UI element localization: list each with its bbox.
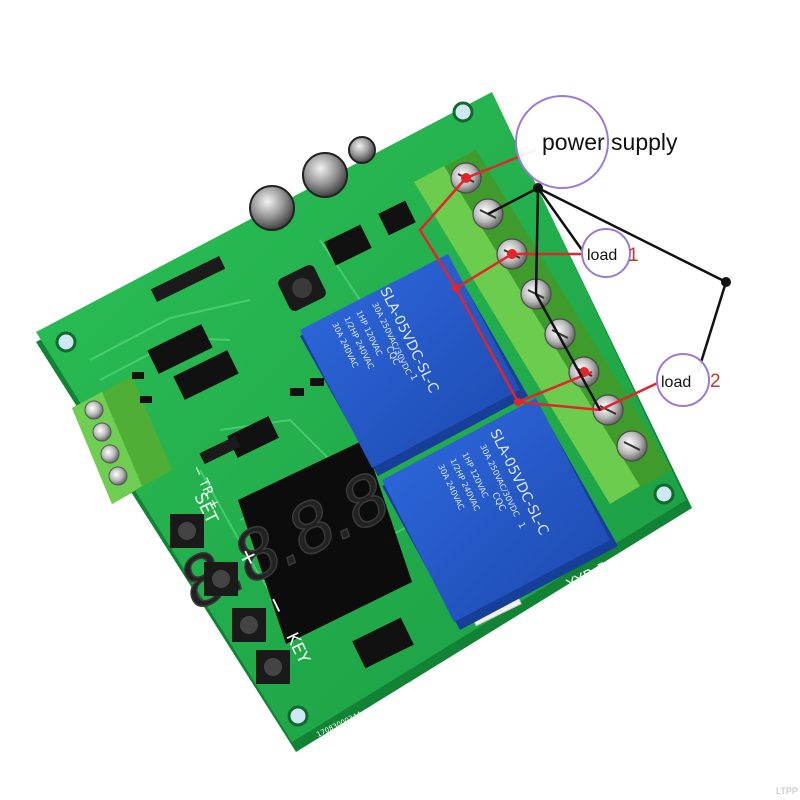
watermark: LTPP: [776, 786, 798, 796]
programming-header: [150, 256, 226, 302]
seven-segment-display: 8.8.8.8: [173, 440, 412, 644]
relay-2-pin: 1: [515, 521, 527, 531]
output-terminal-strip: [414, 150, 672, 504]
mounting-holes: [55, 101, 675, 727]
wiring-annotation: power supply load 1 load 2: [418, 95, 731, 412]
load-1-number: 1: [628, 245, 639, 266]
power-supply-marker: [515, 95, 609, 189]
load-1-label: load: [587, 247, 617, 264]
relay-2: SLA-05VDC-SL-C 30A 250VAC/30VDC 1HP 120V…: [382, 398, 618, 630]
load-2-number: 2: [710, 371, 721, 392]
relay-1-pin: 1: [407, 373, 419, 383]
load-2-marker: [656, 353, 710, 407]
push-buttons: [170, 514, 290, 684]
load-2-label: load: [661, 374, 691, 391]
inductor: [278, 265, 326, 311]
smd-components: [132, 324, 414, 669]
black-wires: [487, 186, 728, 411]
electrolytic-capacitors: [249, 136, 376, 231]
regulator-chip: [324, 200, 416, 266]
power-supply-label: power supply: [542, 129, 678, 155]
load-1-marker: [581, 228, 631, 278]
tr-header: [199, 435, 241, 465]
input-terminal-block: [72, 376, 172, 504]
